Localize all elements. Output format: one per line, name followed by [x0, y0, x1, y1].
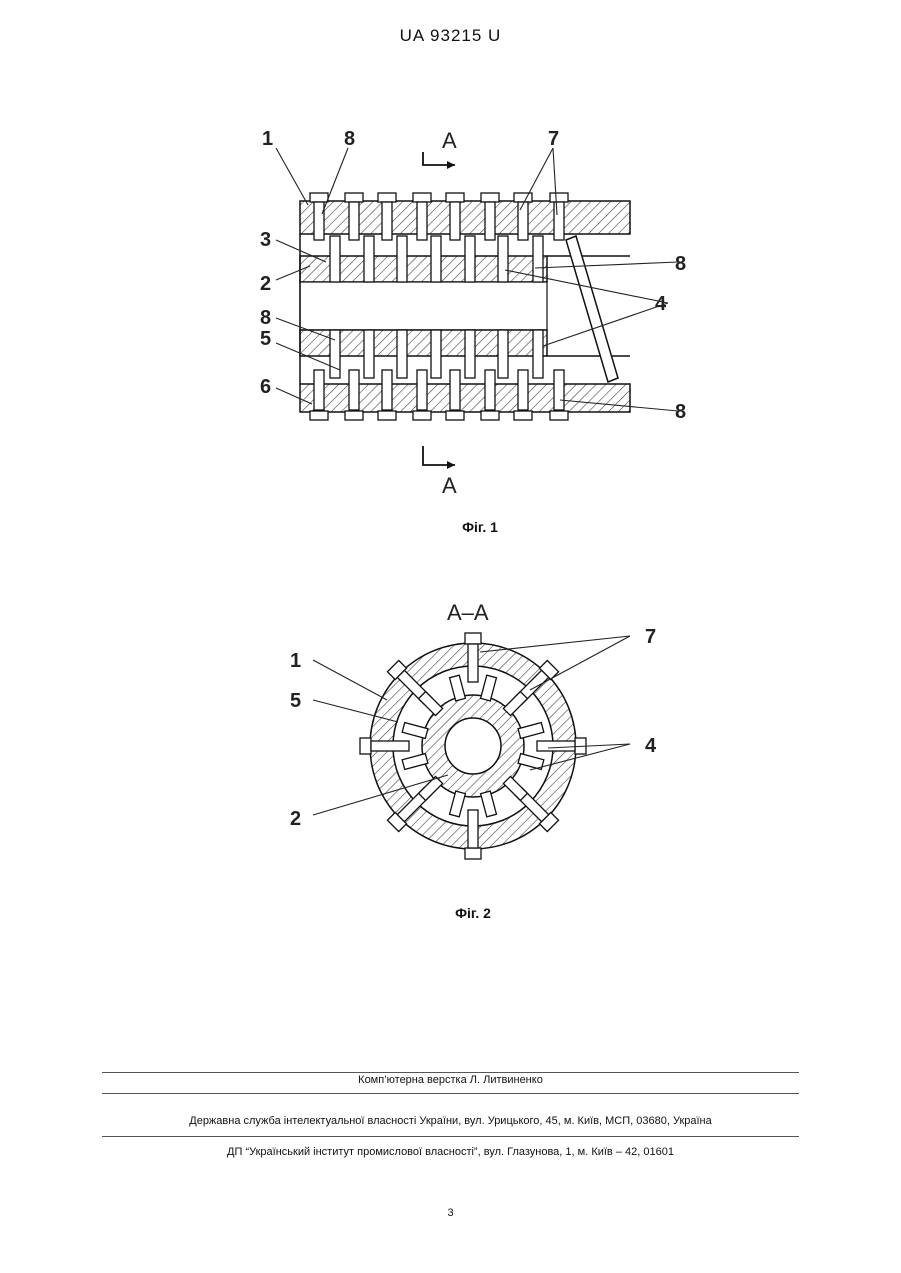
fig2-label-1: 1 [290, 650, 301, 672]
outer-pin-bottom-0 [314, 370, 324, 410]
outer-tooth-bottom-1 [345, 411, 363, 420]
rotor-pin-top-3 [431, 236, 441, 282]
outer-tooth-bottom-7 [550, 411, 568, 420]
outer-tooth-top-5 [481, 193, 499, 202]
fig1-label-7: 8 [260, 307, 271, 329]
outer-pin-top-4 [450, 202, 460, 240]
outer-tooth-0 [465, 633, 481, 682]
rotor-pin-bottom-0 [330, 330, 340, 378]
outer-tooth-bottom-6 [514, 411, 532, 420]
outer-pin-top-1 [349, 202, 359, 240]
fig1-label-0: 1 [262, 128, 273, 150]
footer-rule-middle [102, 1093, 799, 1094]
rotor-pin-top-4 [465, 236, 475, 282]
figure-2-caption: Фіг. 2 [413, 905, 533, 921]
fig1-label-2: 7 [548, 128, 559, 150]
outer-tooth-4 [465, 810, 481, 859]
outer-pin-bottom-6 [518, 370, 528, 410]
rotor-pin-top-5 [498, 236, 508, 282]
section-letter-bottom: A [442, 473, 457, 498]
rotor-pin-bottom-4 [465, 330, 475, 378]
rotor-pin-bottom-6 [533, 330, 543, 378]
rotor-pin-bottom-2 [397, 330, 407, 378]
section-letter-top: A [442, 128, 457, 153]
outer-tooth-top-3 [413, 193, 431, 202]
figure-1-caption: Фіг. 1 [420, 519, 540, 535]
fig2-label-3: 4 [645, 735, 657, 757]
outer-pin-bottom-7 [554, 370, 564, 410]
fig1-label-10: 8 [675, 401, 686, 423]
outer-tooth-bottom-0 [310, 411, 328, 420]
figure-1-drawing: A A 18732848568 [240, 110, 720, 500]
outer-tooth-bottom-5 [481, 411, 499, 420]
figure-2-drawing: A–A 7 1 5 4 2 [270, 590, 690, 880]
outer-tooth-bottom-3 [413, 411, 431, 420]
outer-tooth-top-1 [345, 193, 363, 202]
outer-pin-bottom-2 [382, 370, 392, 410]
outer-pin-top-6 [518, 202, 528, 240]
rotor-pin-top-0 [330, 236, 340, 282]
fig1-label-9: 6 [260, 376, 271, 398]
institute-address: ДП “Український інститут промислової вла… [0, 1146, 901, 1158]
agency-address: Державна служба інтелектуальної власност… [0, 1115, 901, 1127]
rotor-pin-top-2 [397, 236, 407, 282]
outer-pin-top-0 [314, 202, 324, 240]
rotor-pin-bottom-3 [431, 330, 441, 378]
outer-tooth-top-0 [310, 193, 328, 202]
typesetting-credit: Комп’ютерна верстка Л. Литвиненко [0, 1074, 901, 1086]
outer-pin-bottom-5 [485, 370, 495, 410]
outer-tooth-bottom-4 [446, 411, 464, 420]
outer-pin-bottom-3 [417, 370, 427, 410]
outer-pin-top-3 [417, 202, 427, 240]
outer-tooth-top-7 [550, 193, 568, 202]
outer-pin-top-7 [554, 202, 564, 240]
outer-pin-bottom-1 [349, 370, 359, 410]
fig2-label-4: 2 [290, 808, 301, 830]
outer-tooth-6 [360, 738, 409, 754]
fig2-label-0: 7 [645, 626, 656, 648]
outer-tooth-top-2 [378, 193, 396, 202]
fig1-label-6: 4 [655, 293, 667, 315]
outer-pin-bottom-4 [450, 370, 460, 410]
outer-pin-top-5 [485, 202, 495, 240]
fig2-label-2: 5 [290, 690, 301, 712]
rotor-pin-top-6 [533, 236, 543, 282]
fig1-label-1: 8 [344, 128, 355, 150]
fig1-label-3: 3 [260, 229, 271, 251]
page-number: 3 [0, 1207, 901, 1219]
rotor-pin-bottom-1 [364, 330, 374, 378]
rotor-pin-top-1 [364, 236, 374, 282]
outer-pin-top-2 [382, 202, 392, 240]
outer-tooth-bottom-2 [378, 411, 396, 420]
fig1-label-8: 5 [260, 328, 271, 350]
footer-rule-bottom [102, 1136, 799, 1137]
outer-tooth-top-4 [446, 193, 464, 202]
rotor-pin-bottom-5 [498, 330, 508, 378]
footer-rule-top [102, 1072, 799, 1073]
fig1-label-5: 8 [675, 253, 686, 275]
section-title: A–A [447, 600, 489, 625]
document-number: UA 93215 U [0, 26, 901, 46]
outer-tooth-top-6 [514, 193, 532, 202]
fig1-label-4: 2 [260, 273, 271, 295]
